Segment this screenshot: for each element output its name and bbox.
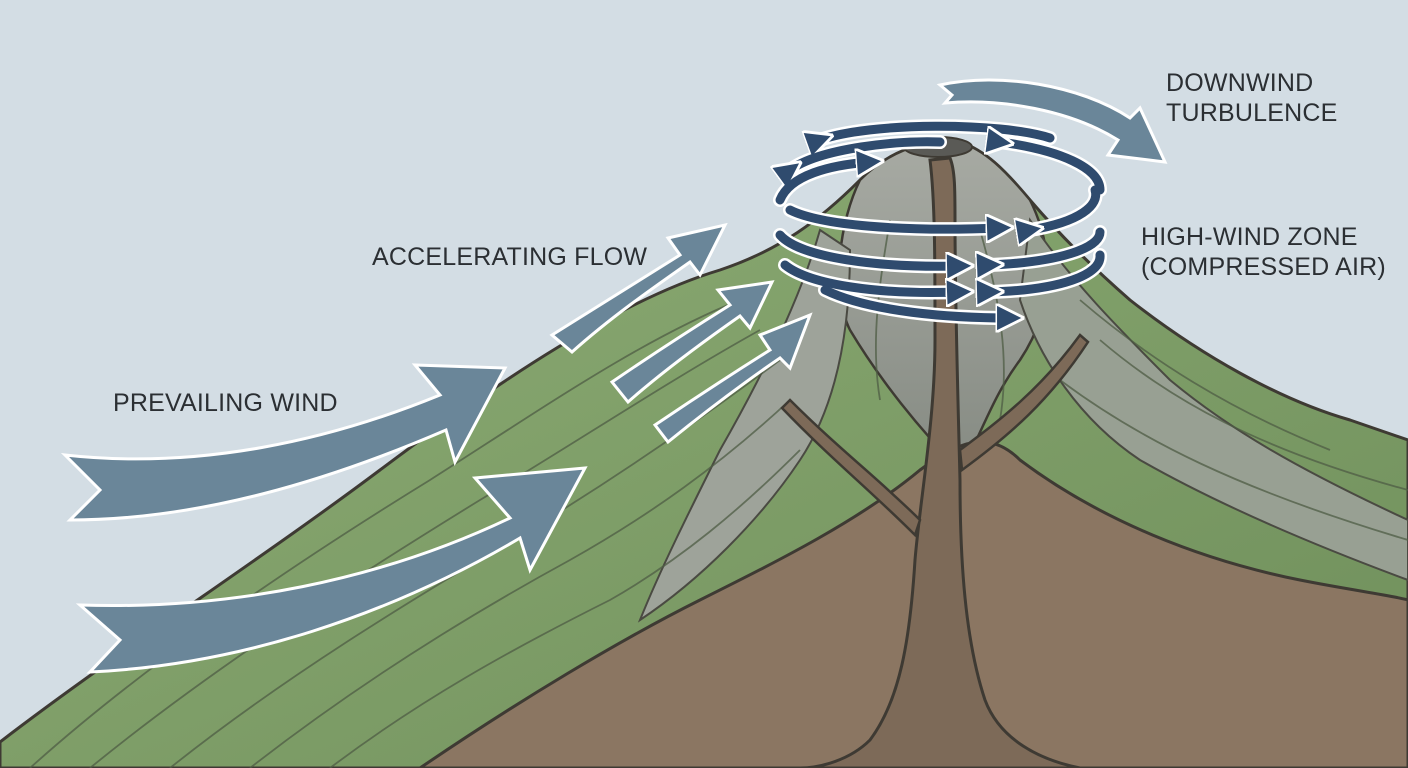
label-downwind-turbulence: DOWNWIND TURBULENCE [1166,68,1337,128]
downwind-turbulence-arrow[interactable] [936,78,1168,164]
label-downwind-line2: TURBULENCE [1166,99,1338,127]
accelerating-flow-arrow-low[interactable] [652,312,813,445]
label-accelerating-flow: ACCELERATING FLOW [372,243,648,271]
label-downwind-line1: DOWNWIND [1166,69,1314,97]
prevailing-wind-arrow-upper[interactable] [60,363,508,522]
accelerating-flow-arrow-mid[interactable] [609,280,775,405]
label-high-wind-line1: HIGH-WIND ZONE [1141,223,1358,251]
central-conduit [799,156,1081,768]
high-wind-swirl[interactable] [780,119,1107,318]
branch-left [780,398,922,538]
accelerating-flow-arrow-top[interactable] [549,222,728,354]
branch-right [958,333,1090,473]
label-high-wind-zone: HIGH-WIND ZONE (COMPRESSED AIR) [1141,222,1386,282]
prevailing-wind-arrow-lower[interactable] [75,466,588,674]
label-prevailing-wind: PREVAILING WIND [113,389,338,417]
label-high-wind-line2: (COMPRESSED AIR) [1141,253,1386,281]
